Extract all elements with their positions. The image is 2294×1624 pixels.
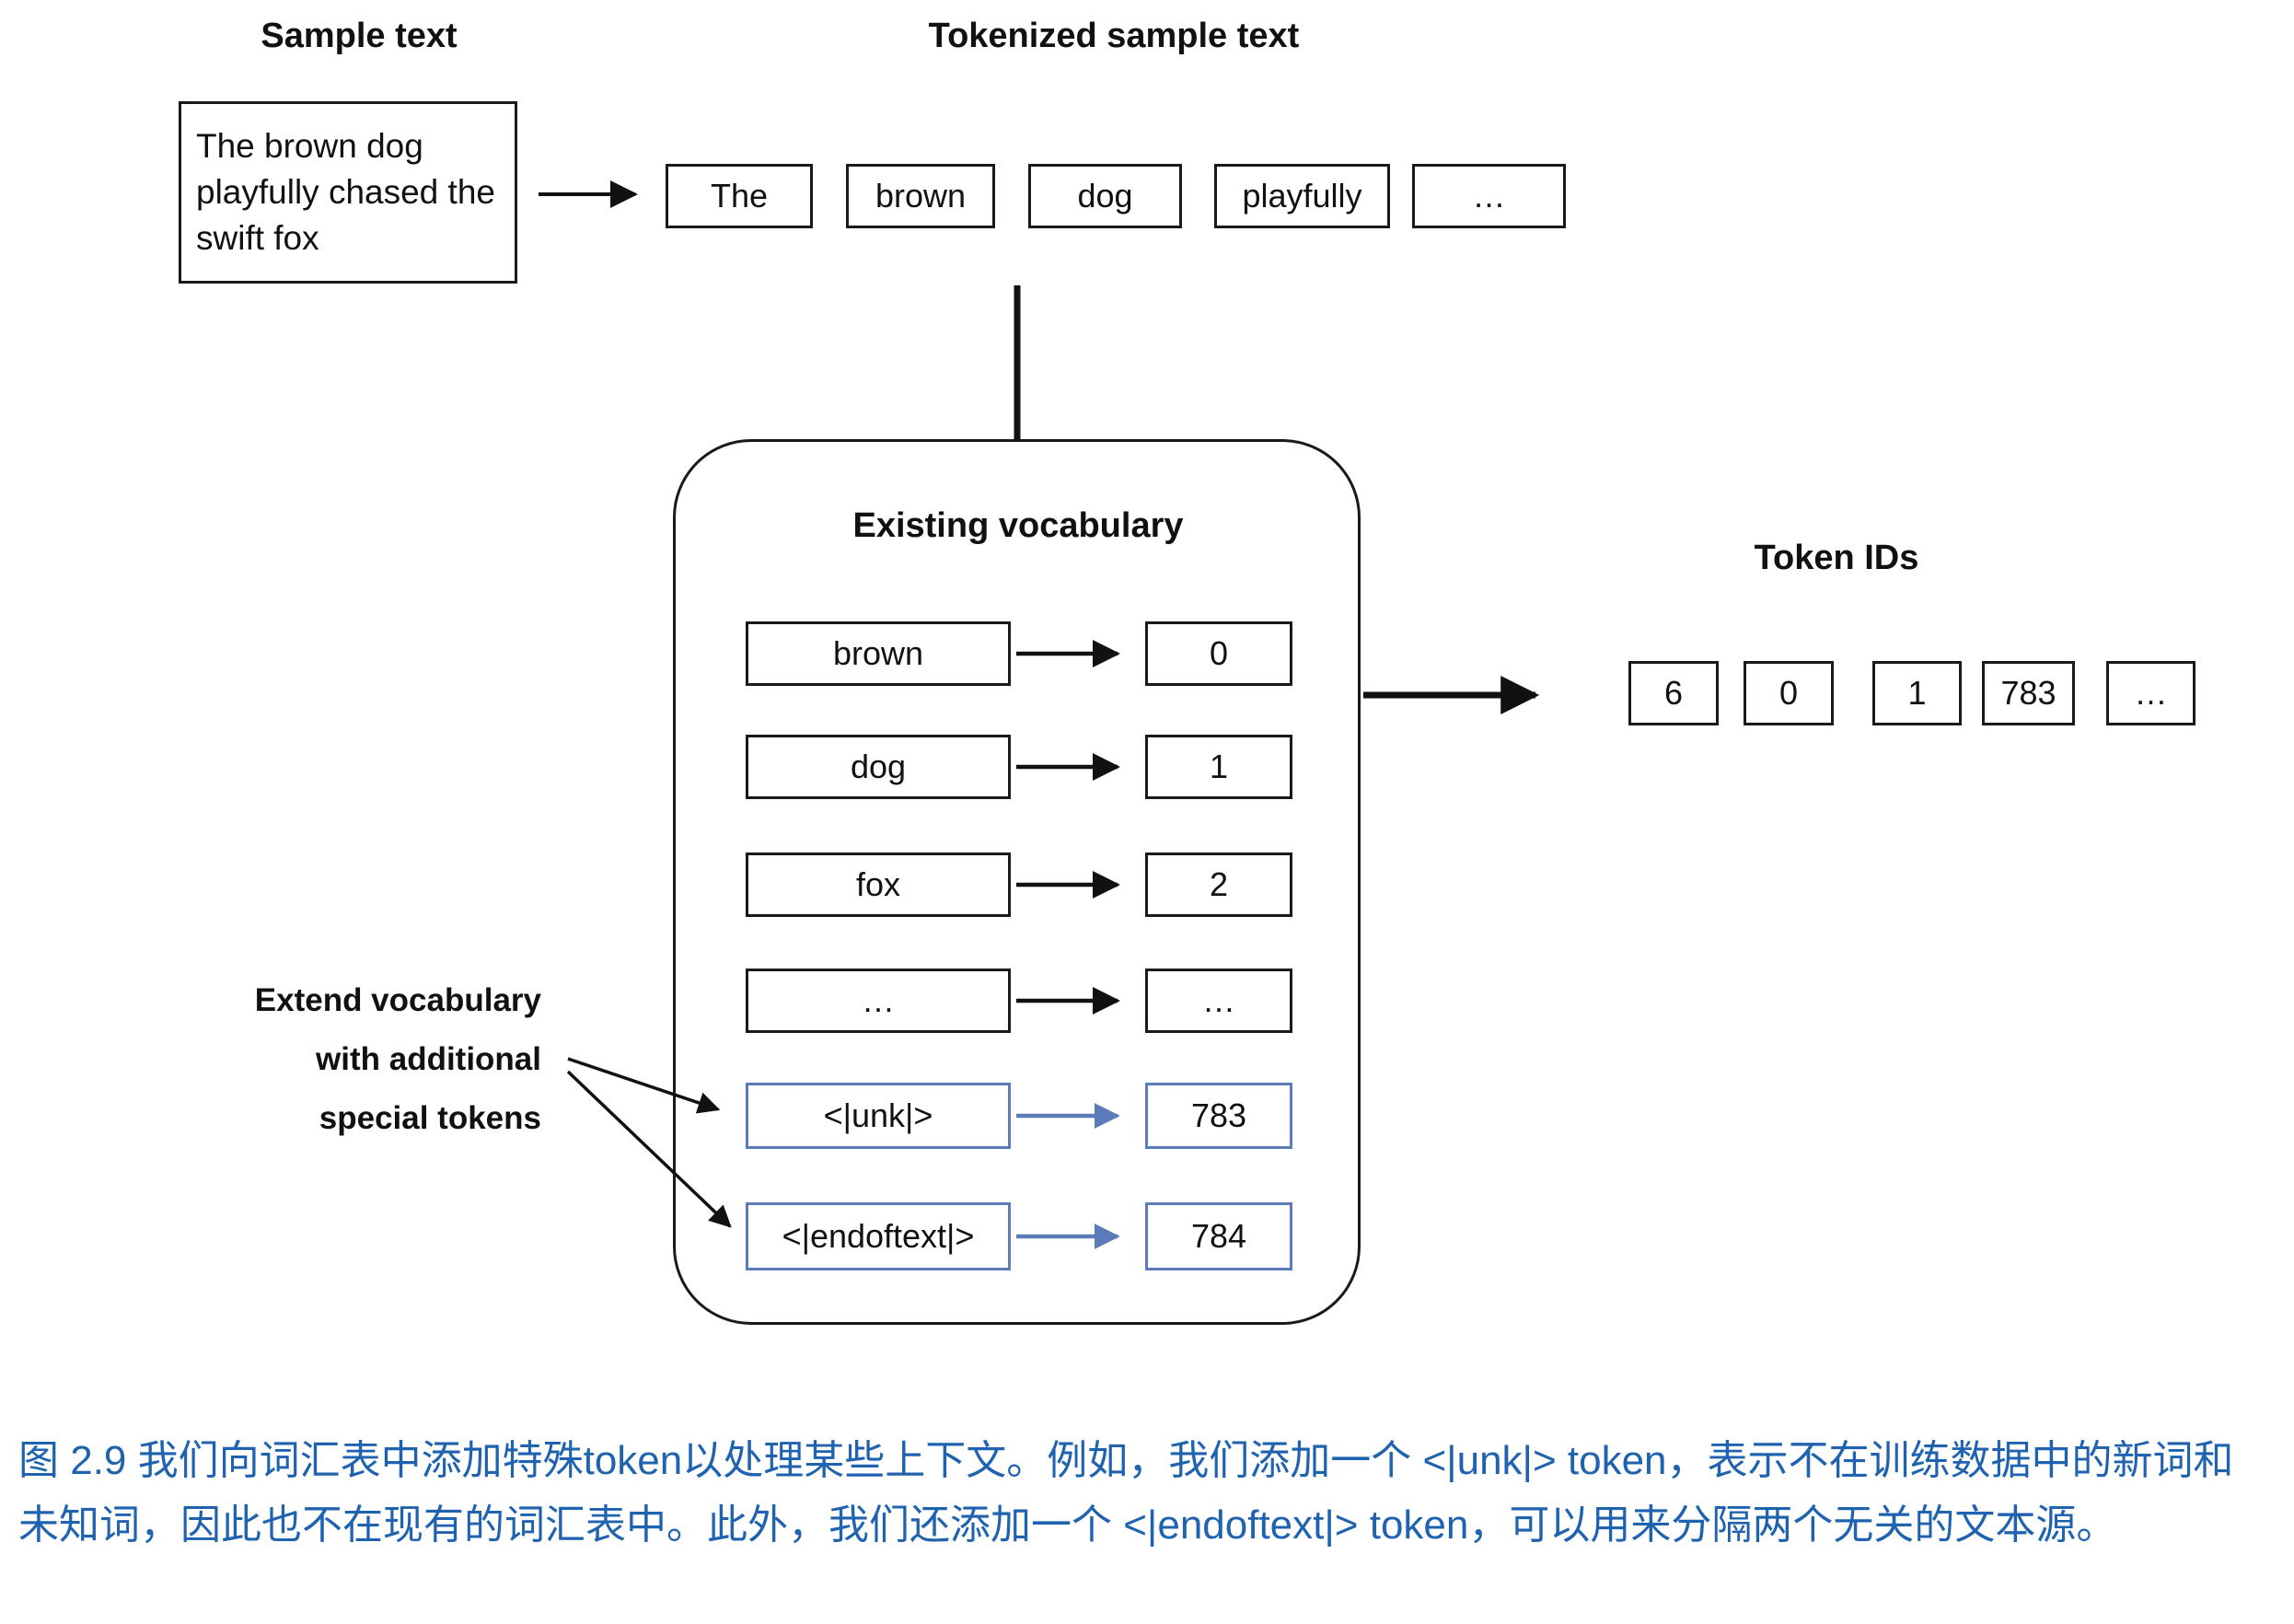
vocab-id-box: 0 [1145,621,1292,686]
vocab-word-box: brown [746,621,1011,686]
vocab-word-box: fox [746,853,1011,917]
vocab-id-box-unk: 783 [1145,1083,1292,1149]
token-box-playfully: playfully [1214,164,1390,228]
extend-label-line: Extend vocabulary [254,982,541,1018]
existing-vocabulary-group [673,439,1361,1325]
existing-vocabulary-heading: Existing vocabulary [852,506,1184,545]
vocab-id-box: … [1145,969,1292,1033]
sample-text-heading: Sample text [261,17,458,55]
extend-label-line: special tokens [319,1100,541,1136]
token-box-brown: brown [846,164,995,228]
vocab-word-box: dog [746,735,1011,799]
figure-caption: 图 2.9 我们向词汇表中添加特殊token以处理某些上下文。例如，我们添加一个… [18,1438,2234,1548]
tokenized-heading: Tokenized sample text [928,17,1300,55]
vocab-id-box: 1 [1145,735,1292,799]
sample-text: The brown dog playfully chased the swift… [196,127,495,257]
token-id-box: … [2106,661,2196,725]
token-id-box: 0 [1744,661,1834,725]
extend-label-line: with additional [316,1041,541,1077]
token-id-box: 6 [1628,661,1719,725]
vocab-word-box: … [746,969,1011,1033]
token-ids-heading: Token IDs [1754,539,1919,577]
extend-vocabulary-label: Extend vocabulary with additional specia… [145,971,541,1148]
vocab-id-box-endoftext: 784 [1145,1202,1292,1270]
vocab-word-box-unk: <|unk|> [746,1083,1011,1149]
token-id-box: 783 [1982,661,2075,725]
token-box-dog: dog [1028,164,1182,228]
token-box-ellipsis: … [1412,164,1566,228]
vocab-word-box-endoftext: <|endoftext|> [746,1202,1011,1270]
token-id-box: 1 [1872,661,1962,725]
vocab-id-box: 2 [1145,853,1292,917]
token-box-the: The [666,164,813,228]
sample-text-box: The brown dog playfully chased the swift… [179,101,517,284]
